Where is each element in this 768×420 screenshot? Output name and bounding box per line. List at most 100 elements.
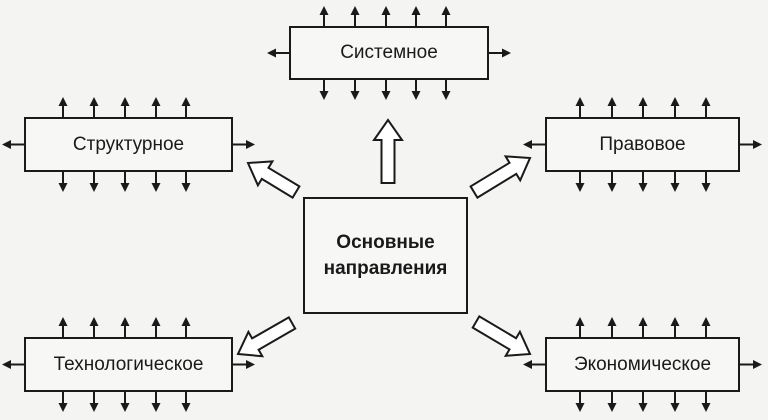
technological-down-arrow-1 <box>58 392 68 412</box>
hollow-arrow-to-economic <box>471 315 532 357</box>
legal-down-arrow-5 <box>701 172 711 192</box>
structural-down-arrow-1-head <box>58 183 68 192</box>
economic-down-arrow-4-head <box>670 403 680 412</box>
structural-left-arrow-head <box>2 140 11 149</box>
structural-up-arrow-2 <box>89 97 99 117</box>
box-technological-label: Технологическое <box>53 353 204 375</box>
technological-down-arrow-3-head <box>120 403 130 412</box>
legal-up-arrow-2 <box>607 97 617 117</box>
small-arrows-group <box>2 6 762 412</box>
box-technological: Технологическое <box>24 337 233 392</box>
technological-up-arrow-3 <box>120 317 130 337</box>
economic-up-arrow-3-head <box>638 317 648 326</box>
technological-down-arrow-1-head <box>58 403 68 412</box>
economic-right-arrow-head <box>753 360 762 369</box>
technological-down-arrow-2 <box>89 392 99 412</box>
structural-up-arrow-1 <box>58 97 68 117</box>
system-left-arrow-head <box>267 48 276 58</box>
system-up-arrow-1 <box>319 6 329 26</box>
structural-up-arrow-3-head <box>120 97 130 106</box>
system-right-arrow-head <box>502 48 511 58</box>
economic-left-arrow <box>523 360 545 369</box>
technological-right-arrow <box>233 360 255 369</box>
legal-down-arrow-3 <box>638 172 648 192</box>
technological-down-arrow-4 <box>151 392 161 412</box>
economic-down-arrow-4 <box>670 392 680 412</box>
structural-down-arrow-1 <box>58 172 68 192</box>
system-down-arrow-5-head <box>441 91 451 100</box>
box-legal: Правовое <box>545 117 740 172</box>
system-down-arrow-3 <box>381 80 391 100</box>
system-up-arrow-5-head <box>441 6 451 15</box>
system-up-arrow-1-head <box>319 6 329 15</box>
system-up-arrow-3 <box>381 6 391 26</box>
box-economic-label: Экономическое <box>573 353 712 375</box>
technological-down-arrow-5-head <box>181 403 191 412</box>
technological-left-arrow-head <box>2 360 11 369</box>
structural-up-arrow-4-head <box>151 97 161 106</box>
structural-down-arrow-3-head <box>120 183 130 192</box>
legal-up-arrow-5 <box>701 97 711 117</box>
box-structural: Структурное <box>24 117 233 172</box>
legal-up-arrow-2-head <box>607 97 617 106</box>
technological-left-arrow <box>2 360 24 369</box>
technological-up-arrow-1-head <box>58 317 68 326</box>
economic-left-arrow-head <box>523 360 532 369</box>
technological-up-arrow-5-head <box>181 317 191 326</box>
legal-up-arrow-3-head <box>638 97 648 106</box>
structural-down-arrow-3 <box>120 172 130 192</box>
hollow-arrow-to-system <box>372 118 404 184</box>
legal-down-arrow-2-head <box>607 183 617 192</box>
system-up-arrow-5 <box>441 6 451 26</box>
technological-up-arrow-4-head <box>151 317 161 326</box>
legal-up-arrow-1 <box>575 97 585 117</box>
box-legal-label: Правовое <box>599 133 686 155</box>
system-right-arrow <box>489 48 511 58</box>
system-up-arrow-4-head <box>411 6 421 15</box>
legal-right-arrow <box>740 140 762 149</box>
box-system: Системное <box>289 26 489 80</box>
economic-up-arrow-4-head <box>670 317 680 326</box>
legal-up-arrow-5-head <box>701 97 711 106</box>
economic-up-arrow-5 <box>701 317 711 337</box>
legal-left-arrow-head <box>523 140 532 149</box>
center-label-line1: Основные <box>336 231 435 253</box>
structural-up-arrow-4 <box>151 97 161 117</box>
box-system-label: Системное <box>340 42 438 63</box>
economic-down-arrow-2 <box>607 392 617 412</box>
technological-right-arrow-head <box>246 360 255 369</box>
technological-up-arrow-5 <box>181 317 191 337</box>
economic-up-arrow-1-head <box>575 317 585 326</box>
technological-down-arrow-5 <box>181 392 191 412</box>
legal-up-arrow-4-head <box>670 97 680 106</box>
technological-up-arrow-1 <box>58 317 68 337</box>
structural-down-arrow-5-head <box>181 183 191 192</box>
legal-up-arrow-4 <box>670 97 680 117</box>
system-down-arrow-3-head <box>381 91 391 100</box>
legal-down-arrow-4-head <box>670 183 680 192</box>
structural-down-arrow-4-head <box>151 183 161 192</box>
structural-up-arrow-1-head <box>58 97 68 106</box>
technological-down-arrow-3 <box>120 392 130 412</box>
system-up-arrow-3-head <box>381 6 391 15</box>
box-structural-label: Структурное <box>72 133 185 155</box>
system-down-arrow-2-head <box>350 91 360 100</box>
system-down-arrow-1 <box>319 80 329 100</box>
economic-up-arrow-3 <box>638 317 648 337</box>
structural-up-arrow-3 <box>120 97 130 117</box>
system-down-arrow-4-head <box>411 91 421 100</box>
economic-down-arrow-5-head <box>701 403 711 412</box>
legal-down-arrow-4 <box>670 172 680 192</box>
legal-up-arrow-3 <box>638 97 648 117</box>
economic-up-arrow-2 <box>607 317 617 337</box>
technological-down-arrow-4-head <box>151 403 161 412</box>
structural-down-arrow-4 <box>151 172 161 192</box>
hollow-arrows-group <box>236 118 532 358</box>
legal-down-arrow-5-head <box>701 183 711 192</box>
structural-down-arrow-2-head <box>89 183 99 192</box>
technological-up-arrow-4 <box>151 317 161 337</box>
structural-right-arrow <box>233 140 255 149</box>
box-economic: Экономическое <box>545 337 740 392</box>
economic-down-arrow-3 <box>638 392 648 412</box>
